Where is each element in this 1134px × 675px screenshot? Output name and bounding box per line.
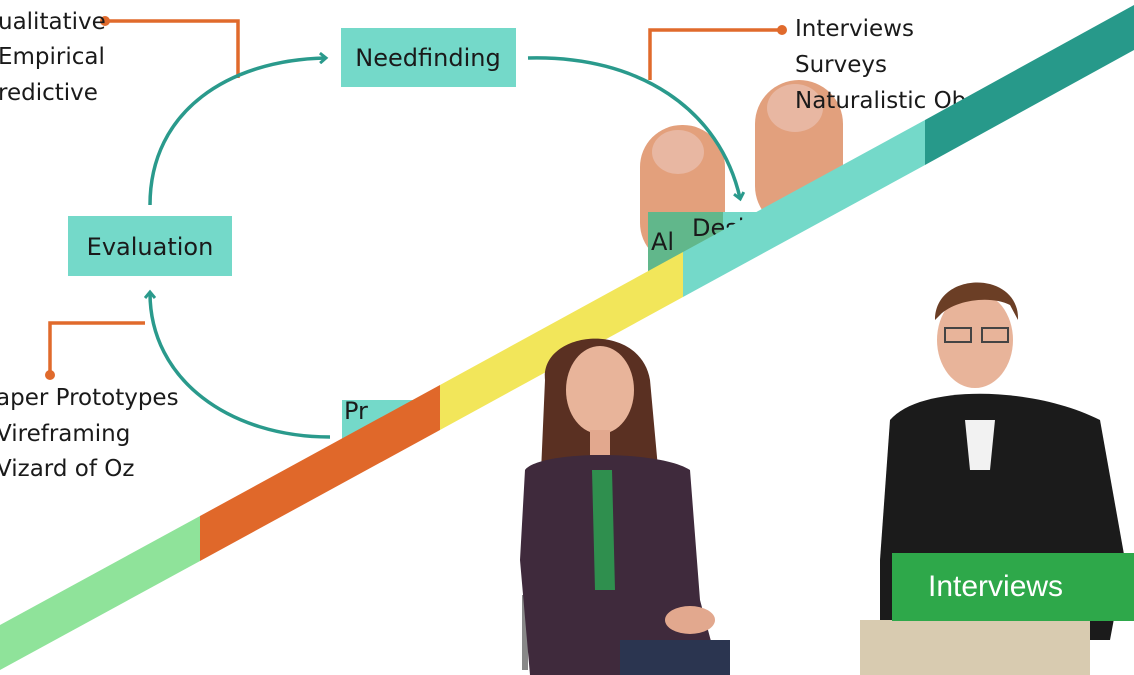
method-item: aper Prototypes — [0, 385, 179, 411]
callout-dot — [45, 370, 55, 380]
method-item: ualitative — [0, 9, 106, 35]
design-label-2: Al — [651, 228, 674, 256]
method-item: Surveys — [795, 52, 887, 78]
method-item: Interviews — [795, 16, 914, 42]
evaluation-label: Evaluation — [87, 233, 214, 261]
needfinding-node — [341, 28, 516, 87]
method-item: redictive — [0, 80, 98, 106]
topic-banner: Interviews — [892, 553, 1134, 621]
method-item: Vizard of Oz — [0, 456, 134, 482]
callout-lines — [48, 19, 782, 375]
method-item: Empirical — [0, 44, 105, 70]
diagonal-stripe — [0, 5, 1134, 670]
prototyping-label: Pr — [344, 397, 368, 425]
needfinding-callout — [648, 28, 782, 80]
evaluation-node — [68, 216, 232, 276]
method-item: Vireframing — [0, 421, 130, 447]
evaluation-methods: ualitative Empirical redictive — [0, 9, 106, 106]
callout-dot — [100, 16, 110, 26]
woman-presenter — [520, 338, 730, 675]
prototyping-methods: aper Prototypes Vireframing Vizard of Oz — [0, 385, 179, 482]
needfinding-methods: Interviews Surveys Naturalistic Obs — [795, 16, 978, 114]
needfinding-label: Needfinding — [355, 44, 500, 72]
cycle-arrows — [150, 58, 740, 439]
evaluation-callout — [105, 19, 240, 78]
prototyping-callout — [48, 321, 145, 375]
callout-dot — [777, 25, 787, 35]
